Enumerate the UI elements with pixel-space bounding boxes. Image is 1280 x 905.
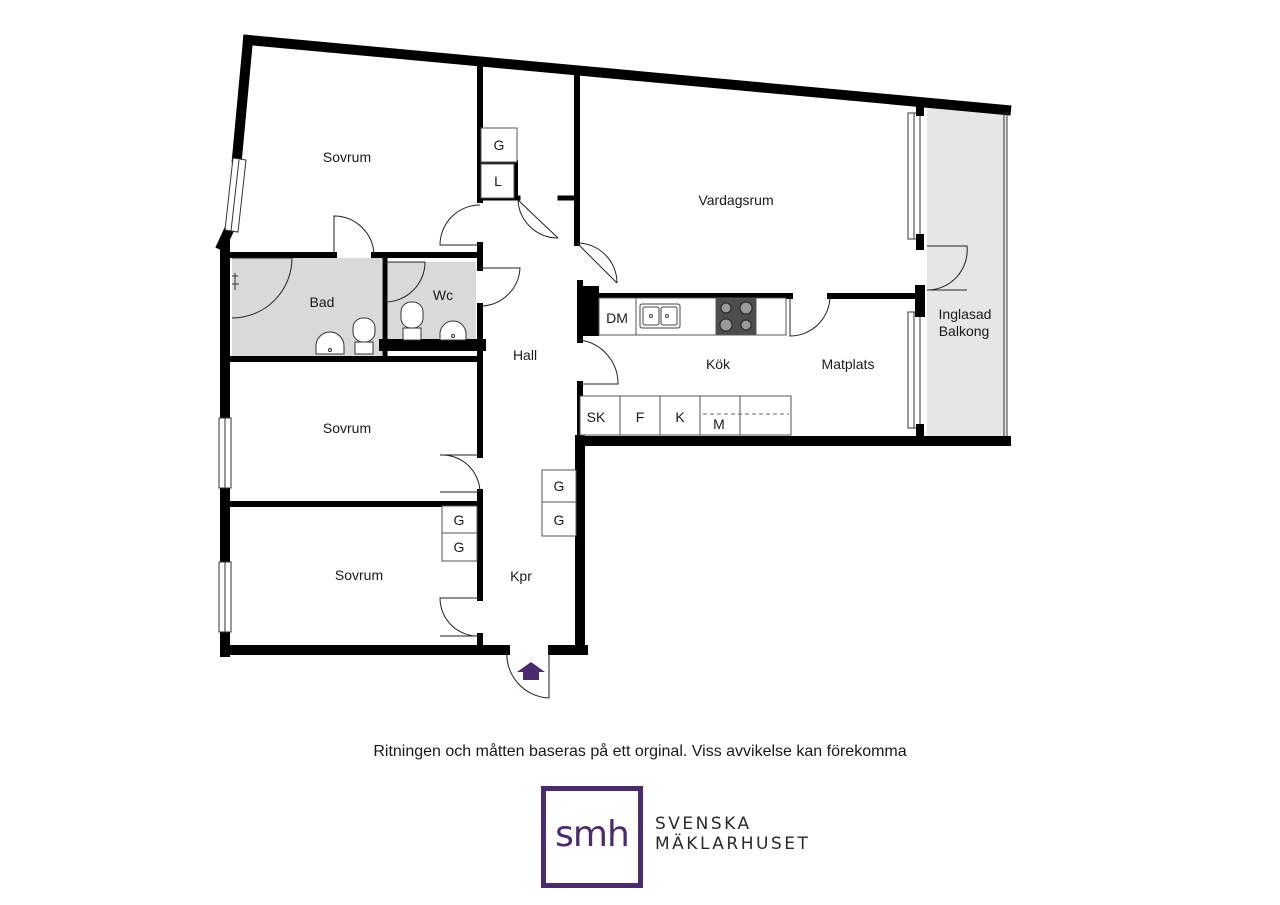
fixture-label-g-bedroom-1: G [454,512,465,528]
fixture-label-g-kpr-2: G [554,512,565,528]
room-label-matplats: Matplats [822,356,875,372]
room-label-balkong-1: Inglasad [939,306,992,322]
shower-icon [232,273,239,290]
kitchen-sink [639,303,681,329]
room-label-sovrum-2: Sovrum [323,420,371,436]
room-label-balkong-2: Balkong [939,323,990,339]
room-label-wc: Wc [433,287,453,303]
fixture-label-k: K [675,409,685,425]
stove-burners [719,301,753,332]
fixture-label-dm: DM [606,310,628,326]
fixture-label-g-kpr-1: G [554,478,565,494]
brand-name: SVENSKA MÄKLARHUSET [655,814,810,854]
fixture-label-f: F [636,409,645,425]
room-label-kok: Kök [706,356,731,372]
fixture-label-g-hall: G [494,137,505,153]
brand-name-line-2: MÄKLARHUSET [655,834,811,854]
room-label-hall: Hall [513,347,537,363]
sanitary-fixtures [315,301,467,355]
fixture-label-l: L [494,173,502,189]
logo-mark: smh [555,814,630,855]
room-label-sovrum-1: Sovrum [323,149,371,165]
windows [218,112,1008,633]
brand-name-line-1: SVENSKA [655,814,752,834]
room-label-sovrum-3: Sovrum [335,567,383,583]
balcony-floor [927,106,1006,436]
room-label-kpr: Kpr [510,568,532,584]
doors [231,199,968,699]
smh-logo: smh [541,786,643,888]
fixture-label-sk: SK [587,409,606,425]
room-label-vardagsrum: Vardagsrum [698,192,773,208]
disclaimer-text: Ritningen och måtten baseras på ett orgi… [373,743,907,760]
room-label-bad: Bad [310,294,335,310]
fixture-label-g-bedroom-2: G [454,539,465,555]
fixture-label-m: M [713,416,725,432]
outer-walls [215,34,1012,657]
entrance-arrow-icon [517,662,545,680]
interior-walls [225,65,925,653]
